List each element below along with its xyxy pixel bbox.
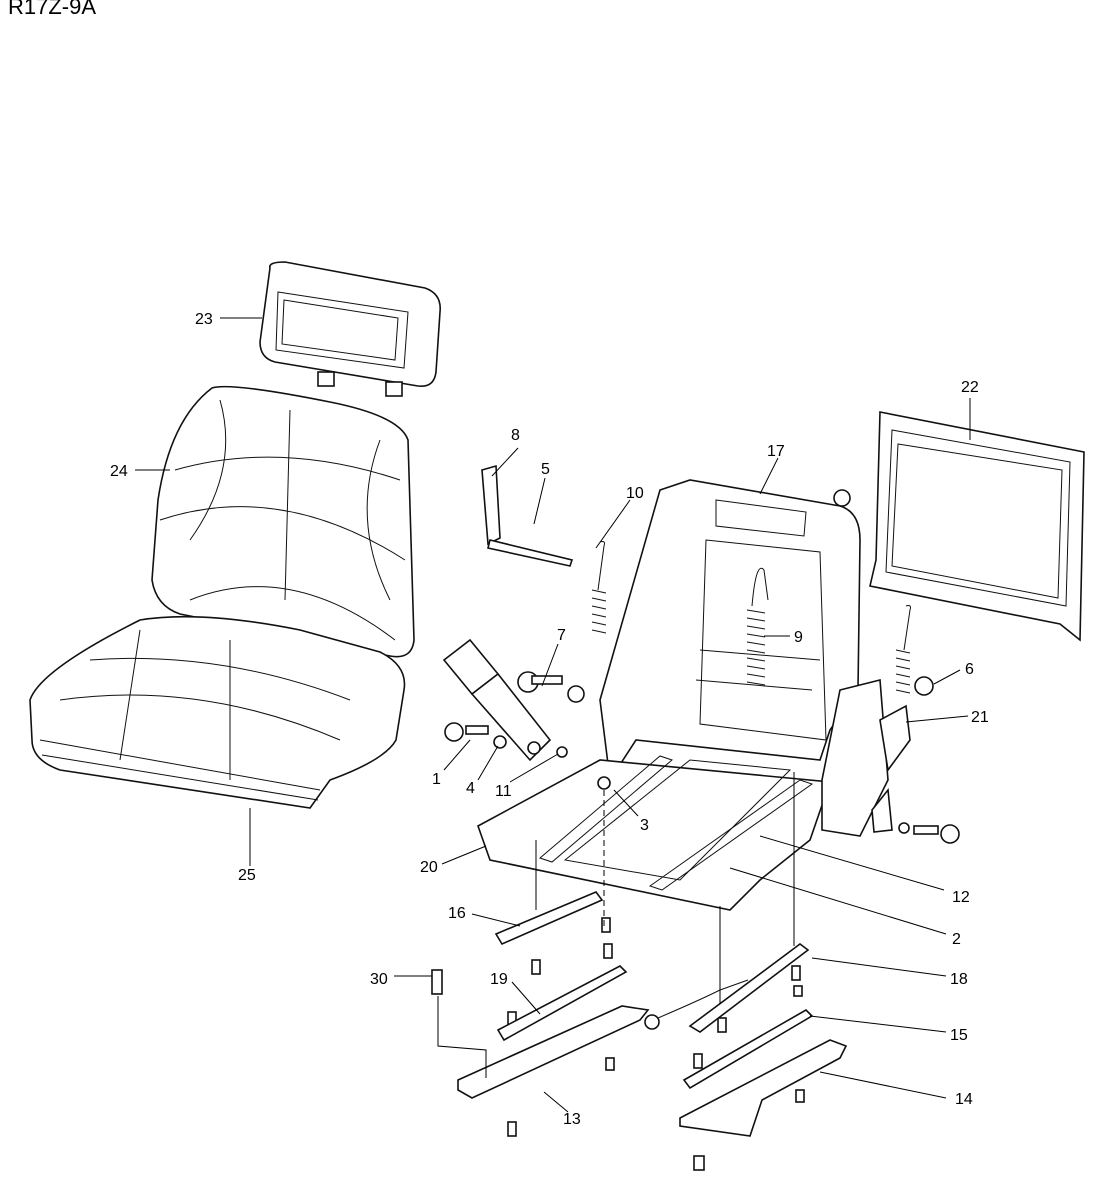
backrest (151, 385, 415, 658)
springs (591, 541, 911, 694)
callout-20: 20 (420, 859, 438, 876)
callout-19: 19 (490, 971, 508, 988)
diagram-title: R17Z-9A (8, 0, 97, 19)
back-panel (869, 411, 1085, 642)
upper-rails (494, 891, 810, 1033)
callout-1: 1 (432, 771, 441, 788)
callout-2: 2 (952, 931, 961, 948)
callout-21: 21 (971, 709, 989, 726)
callout-6: 6 (965, 661, 974, 678)
callout-3: 3 (640, 817, 649, 834)
callout-labels: 1 2 3 4 5 6 7 8 9 10 11 12 13 14 15 16 1… (110, 311, 989, 1128)
mounting-plates (457, 1005, 848, 1137)
seat-belt-buckle (442, 638, 552, 762)
callout-13: 13 (563, 1111, 581, 1128)
leader-lines (135, 317, 971, 1113)
callout-8: 8 (511, 427, 520, 444)
callout-25: 25 (238, 867, 256, 884)
hardware (431, 489, 960, 1171)
seat-frame (599, 479, 861, 783)
callout-14: 14 (955, 1091, 973, 1108)
lower-rails (496, 965, 814, 1090)
callout-12: 12 (952, 889, 970, 906)
callout-23: 23 (195, 311, 213, 328)
side-lever (821, 678, 911, 837)
headrest (259, 261, 442, 397)
callout-30: 30 (370, 971, 388, 988)
callout-11: 11 (495, 783, 512, 800)
seat-base-plate (477, 755, 832, 911)
callout-16: 16 (448, 905, 466, 922)
callout-18: 18 (950, 971, 968, 988)
callout-22: 22 (961, 379, 979, 396)
callout-24: 24 (110, 463, 128, 480)
seat-cushion (29, 615, 406, 809)
callout-7: 7 (557, 627, 566, 644)
callout-10: 10 (626, 485, 644, 502)
callout-17: 17 (767, 443, 785, 460)
callout-9: 9 (794, 629, 803, 646)
callout-5: 5 (541, 461, 550, 478)
callout-4: 4 (466, 780, 475, 797)
release-lever (481, 464, 574, 567)
callout-15: 15 (950, 1027, 968, 1044)
